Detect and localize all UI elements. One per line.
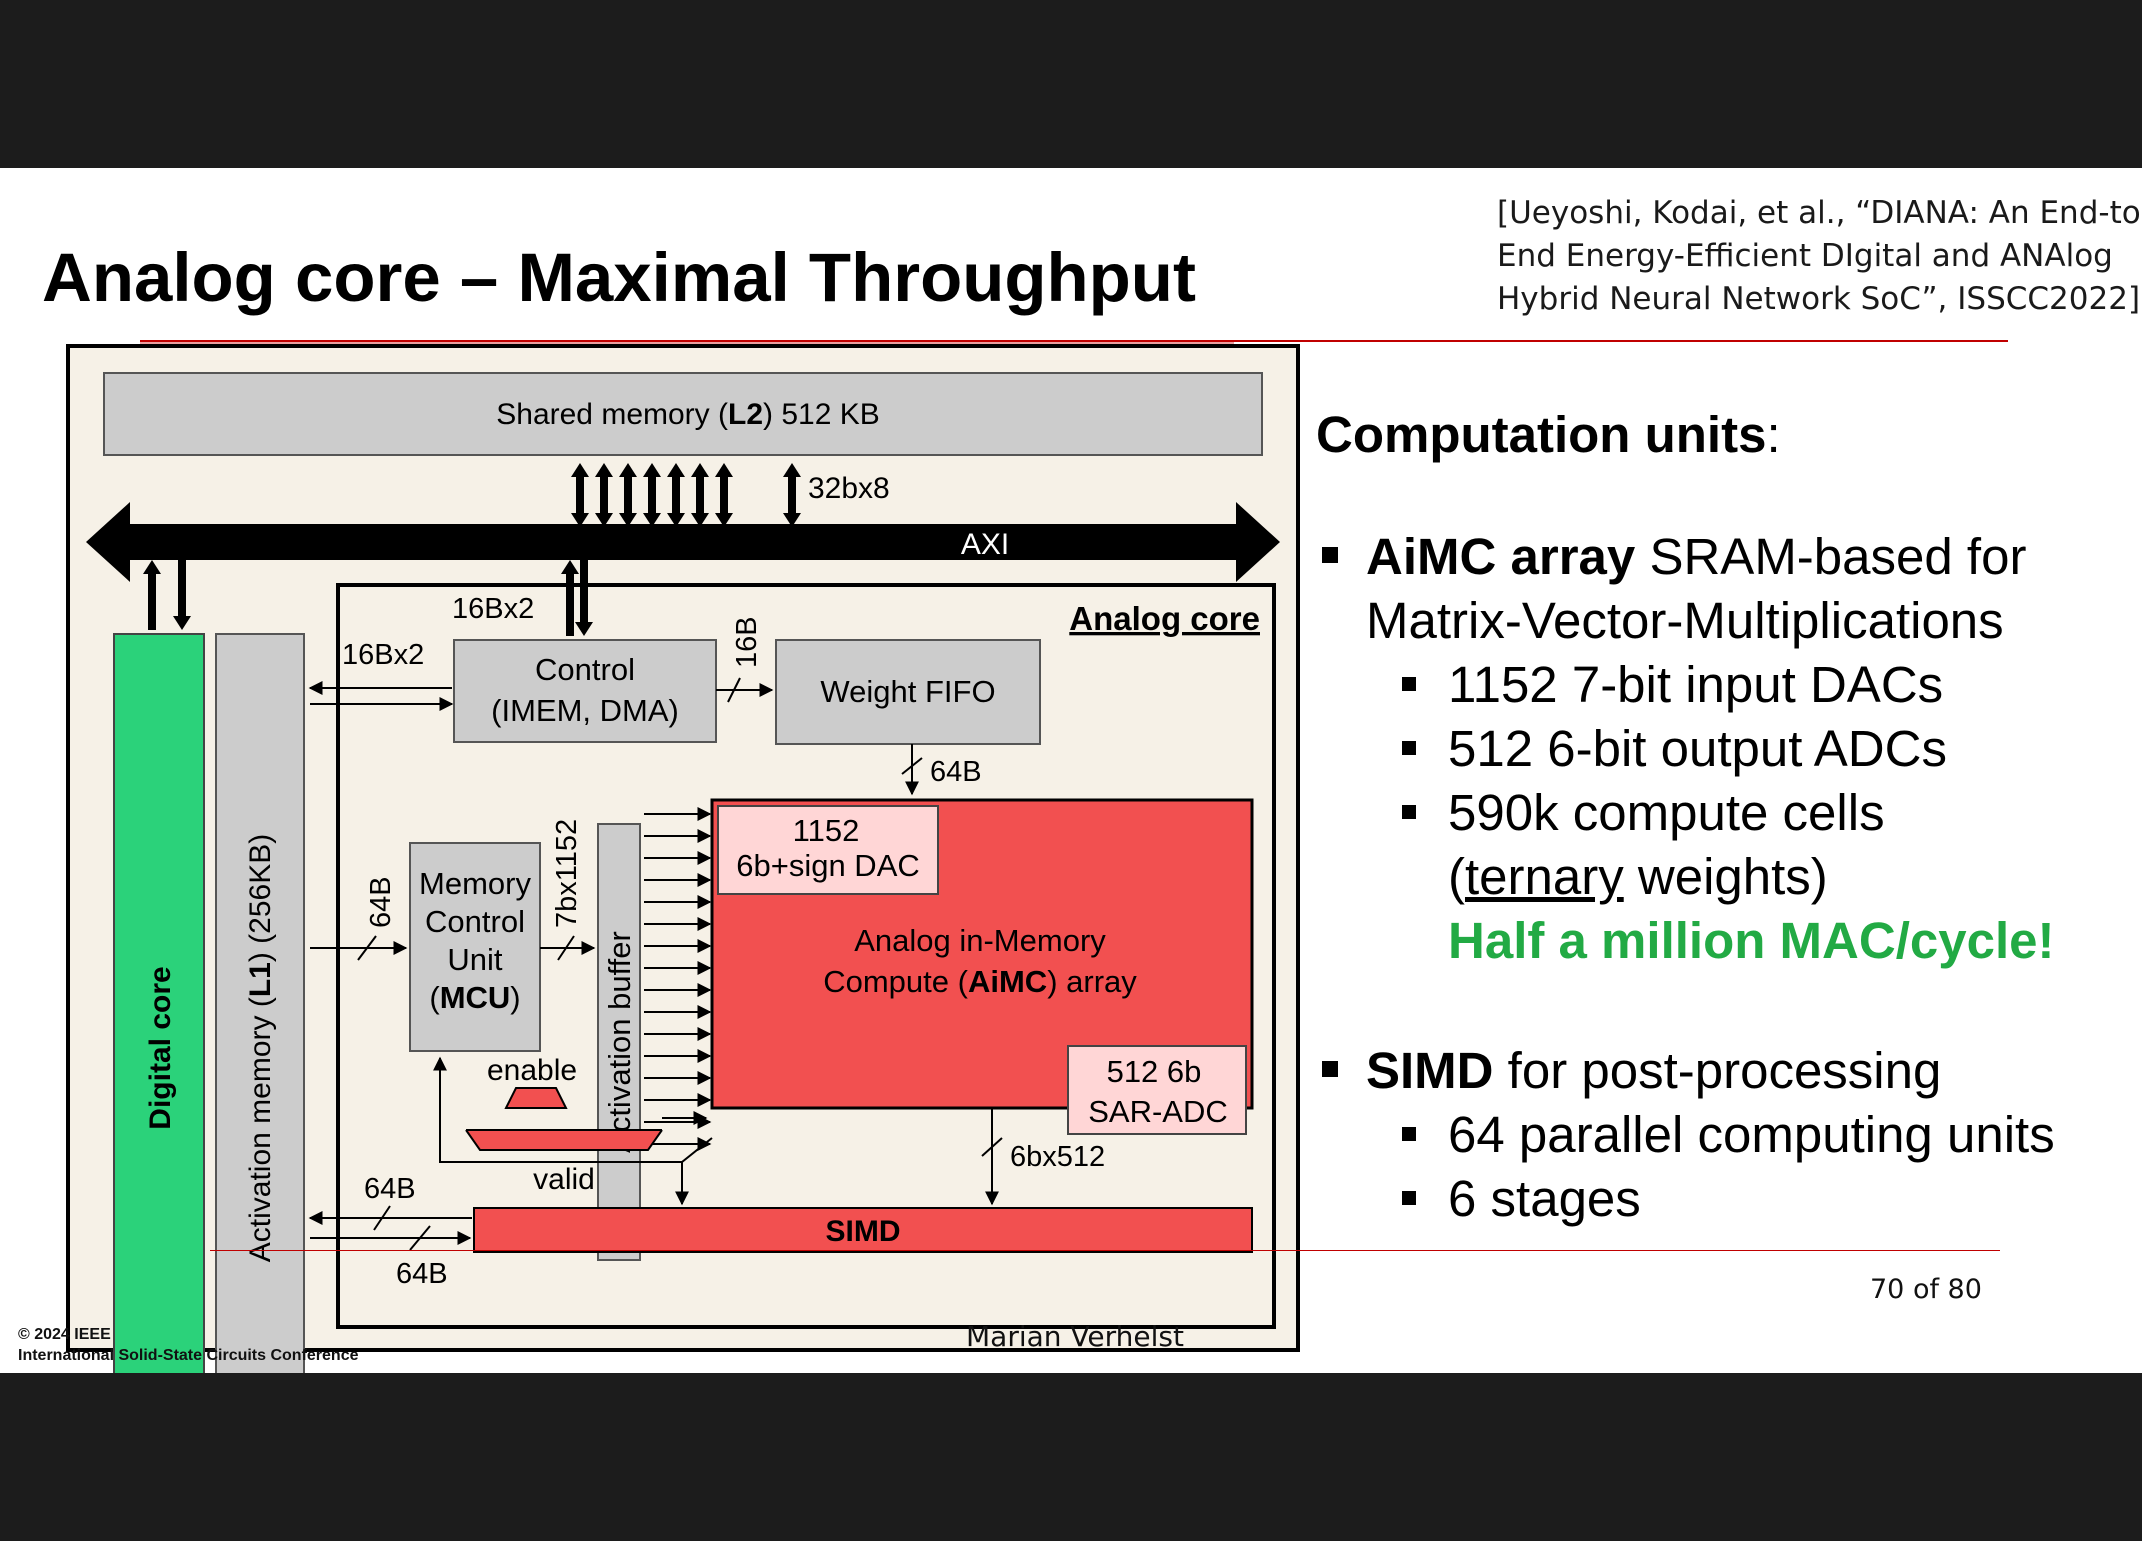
subbullet-marker bbox=[1402, 1191, 1416, 1205]
adc-line1: 512 6b bbox=[1107, 1054, 1202, 1089]
mcu-line1: Memory bbox=[419, 866, 531, 901]
subbullet: 512 6-bit output ADCs bbox=[1402, 719, 1947, 778]
mcu-line3: Unit bbox=[447, 942, 503, 977]
width-64b-simd-top: 64B bbox=[364, 1173, 416, 1205]
width-64b-simd-bottom: 64B bbox=[396, 1258, 448, 1290]
copyright-text: © 2024 IEEE bbox=[18, 1326, 111, 1343]
subbullet-marker bbox=[1402, 1127, 1416, 1141]
enable-pulse bbox=[504, 1087, 568, 1109]
adc-line2: SAR-ADC bbox=[1088, 1094, 1228, 1129]
footer-author: Marian Verhelst bbox=[966, 1320, 1184, 1353]
valid-label: valid bbox=[533, 1163, 595, 1196]
aimc-line2: Compute (AiMC) array bbox=[823, 964, 1137, 999]
citation: [Ueyoshi, Kodai, et al., “DIANA: An End-… bbox=[1497, 192, 2142, 321]
bullets-heading: Computation units: bbox=[1316, 406, 1781, 463]
weight-fifo-label: Weight FIFO bbox=[820, 674, 995, 709]
digital-core-label: Digital core bbox=[144, 966, 177, 1129]
simd-block bbox=[473, 1207, 1253, 1253]
control-block bbox=[453, 639, 717, 743]
control-sublabel: (IMEM, DMA) bbox=[491, 693, 679, 728]
width-64b-fifo: 64B bbox=[930, 756, 982, 788]
footer-copyright: © 2024 IEEE International Solid-State Ci… bbox=[18, 1324, 359, 1366]
axi-label: AXI bbox=[961, 528, 1009, 561]
page-number: 70 of 80 bbox=[1870, 1274, 1982, 1305]
architecture-diagram: Shared memory (L2) 512 KB 32bx8 AXI Anal… bbox=[66, 344, 1300, 1373]
axi-bus bbox=[86, 502, 1280, 582]
slide: Analog core – Maximal Throughput [Ueyosh… bbox=[0, 168, 2142, 1373]
subbullet: 590k compute cells bbox=[1402, 783, 1885, 842]
citation-line: End Energy-Efficient DIgital and ANAlog bbox=[1497, 238, 2113, 274]
subbullet: 1152 7-bit input DACs bbox=[1402, 655, 1943, 714]
subbullet: 64 parallel computing units bbox=[1402, 1105, 2055, 1164]
shared-memory-label: Shared memory (L2) 512 KB bbox=[496, 398, 880, 431]
citation-line: Hybrid Neural Network SoC”, ISSCC2022] bbox=[1497, 281, 2141, 317]
bullet-simd: SIMD for post-processing bbox=[1322, 1041, 1941, 1100]
axi-control-arrows bbox=[561, 560, 593, 636]
subbullet-marker bbox=[1402, 741, 1416, 755]
bus-width-32bx8: 32bx8 bbox=[808, 472, 890, 505]
dac-line2: 6b+sign DAC bbox=[736, 848, 920, 883]
adc-block bbox=[1067, 1045, 1247, 1135]
subbullet-marker bbox=[1402, 805, 1416, 819]
activation-memory-label: Activation memory (L1) (256KB) bbox=[244, 834, 277, 1262]
bullet-aimc-cont: Matrix-Vector-Multiplications bbox=[1366, 592, 2004, 649]
title-divider-line bbox=[140, 340, 2008, 342]
activation-buffer-label: Activation buffer bbox=[602, 931, 637, 1153]
valid-pulse bbox=[465, 1129, 663, 1151]
weight-fifo-block bbox=[775, 639, 1041, 745]
enable-label: enable bbox=[487, 1054, 577, 1087]
subbullet: 6 stages bbox=[1402, 1169, 1641, 1228]
control-label: Control bbox=[535, 652, 635, 687]
subbullet-cont: (ternary weights) bbox=[1448, 848, 1828, 905]
citation-line: [Ueyoshi, Kodai, et al., “DIANA: An End-… bbox=[1497, 195, 2142, 231]
dac-block bbox=[717, 805, 939, 895]
activation-buffer-block bbox=[597, 823, 641, 1261]
shared-memory-block bbox=[103, 372, 1263, 456]
slide-title: Analog core – Maximal Throughput bbox=[42, 239, 1196, 316]
activation-buffer-arrows bbox=[644, 807, 712, 1151]
width-64b-mcu: 64B bbox=[365, 876, 397, 928]
analog-core-label: Analog core bbox=[1069, 600, 1260, 637]
conference-name: International Solid-State Circuits Confe… bbox=[18, 1347, 359, 1364]
analog-core-frame bbox=[336, 583, 1276, 1329]
mcu-line2: Control bbox=[425, 904, 525, 939]
bottom-divider-line bbox=[210, 1250, 2000, 1251]
width-16bx2-left: 16Bx2 bbox=[342, 639, 424, 671]
mcu-line4: (MCU) bbox=[429, 980, 520, 1015]
l2-bus-arrows bbox=[571, 463, 801, 527]
highlight-mac-cycle: Half a million MAC/cycle! bbox=[1448, 912, 2055, 969]
digital-core-block bbox=[113, 633, 205, 1373]
width-16b: 16B bbox=[731, 616, 763, 668]
dac-line1: 1152 bbox=[793, 813, 860, 848]
aimc-line1: Analog in-Memory bbox=[854, 923, 1106, 958]
simd-label: SIMD bbox=[826, 1215, 901, 1248]
activation-memory-block bbox=[215, 633, 305, 1373]
width-6bx512: 6bx512 bbox=[1010, 1141, 1105, 1173]
bullet-aimc: AiMC array SRAM-based for bbox=[1322, 527, 2026, 586]
bullet-marker bbox=[1322, 547, 1338, 563]
mcu-block bbox=[409, 842, 541, 1052]
bullet-marker bbox=[1322, 1061, 1338, 1077]
subbullet-marker bbox=[1402, 677, 1416, 691]
width-7bx1152: 7bx1152 bbox=[551, 819, 583, 928]
width-16bx2-top: 16Bx2 bbox=[452, 593, 534, 625]
axi-digital-arrows bbox=[143, 560, 191, 630]
